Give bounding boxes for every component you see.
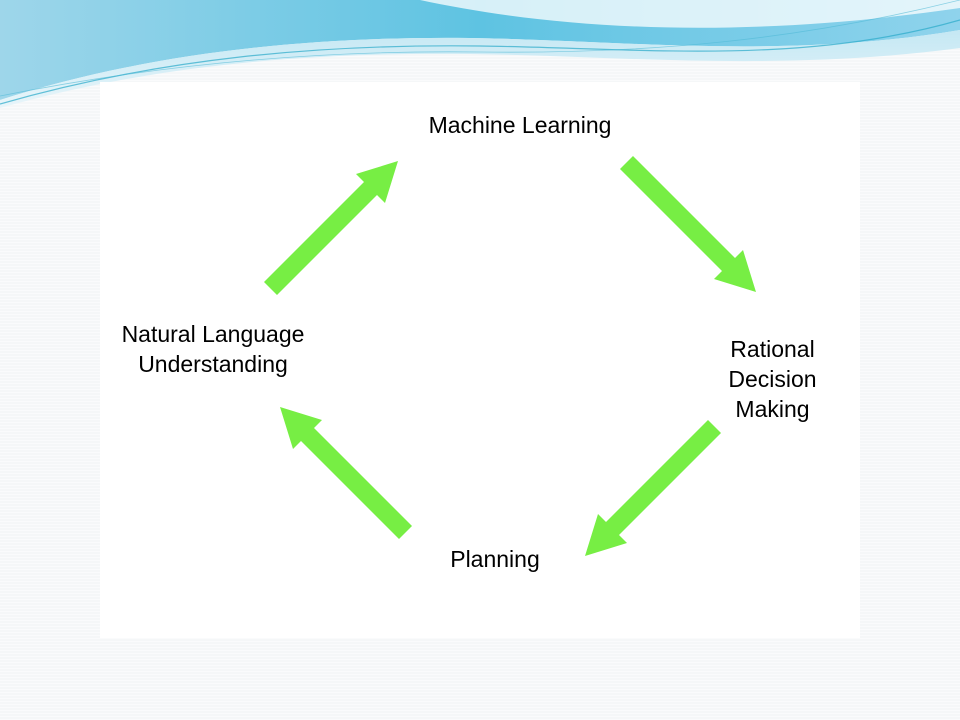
node-natural-language-understanding: Natural Language Understanding [121, 321, 305, 377]
arrow-plan-to-nlu [280, 407, 412, 539]
arrow-nlu-to-ml [264, 161, 398, 295]
arrow-ml-to-rdm [620, 156, 756, 292]
header-wave-decoration [0, 0, 960, 108]
node-rational-decision-making: Rational Decision Making [728, 336, 817, 422]
content-panel [100, 82, 860, 638]
arrow-rdm-to-plan [585, 420, 721, 556]
node-machine-learning: Machine Learning [428, 112, 612, 138]
node-planning: Planning [450, 546, 540, 572]
